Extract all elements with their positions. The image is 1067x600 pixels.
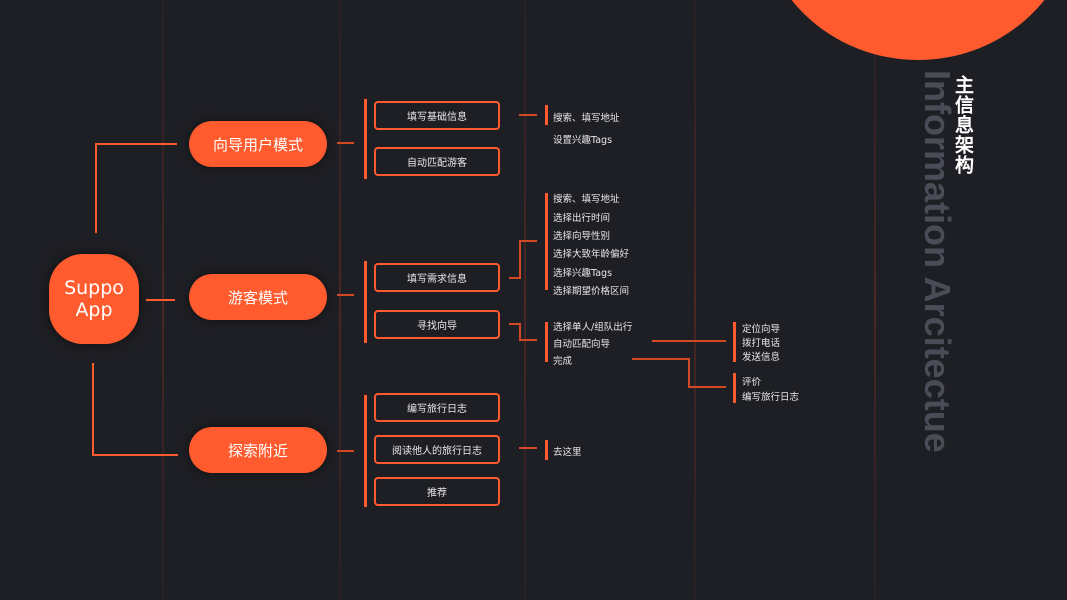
leaf-item: 选择向导性别 [553, 231, 611, 242]
connector [337, 450, 354, 452]
bracket [545, 193, 548, 290]
connector [509, 323, 521, 325]
grid-line [694, 0, 696, 600]
root-label: Suppo App [64, 277, 124, 321]
grid-line [524, 0, 526, 600]
root-node[interactable]: Suppo App [49, 254, 139, 344]
connector [337, 142, 354, 144]
bracket [733, 322, 736, 362]
box-fill-requirements[interactable]: 填写需求信息 [374, 263, 500, 292]
leaf-item: 评价 [742, 377, 762, 388]
bracket [364, 395, 367, 507]
box-recommend[interactable]: 推荐 [374, 477, 500, 506]
mode-tourist[interactable]: 游客模式 [189, 274, 327, 320]
box-fill-basic-info[interactable]: 填写基础信息 [374, 101, 500, 130]
connector [688, 358, 690, 387]
leaf-item: 选择大致年龄偏好 [553, 249, 630, 260]
leaf-item: 发送信息 [742, 352, 781, 363]
title-chinese: 主信息架构 [952, 75, 974, 175]
leaf-item: 选择兴趣Tags [553, 268, 613, 279]
grid-line [339, 0, 341, 600]
leaf-item: 自动匹配向导 [553, 339, 611, 350]
connector [519, 339, 537, 341]
connector [519, 323, 521, 340]
connector [519, 240, 521, 279]
connector [146, 299, 175, 301]
connector [337, 294, 354, 296]
leaf-item: 搜索、填写地址 [553, 113, 620, 124]
box-find-guide[interactable]: 寻找向导 [374, 310, 500, 339]
connector [652, 340, 726, 342]
leaf-item: 设置兴趣Tags [553, 135, 613, 146]
grid-line [874, 0, 876, 600]
connector [632, 358, 689, 360]
connector [688, 386, 726, 388]
connector [519, 447, 537, 449]
connector [519, 240, 537, 242]
box-auto-match-tourist[interactable]: 自动匹配游客 [374, 147, 500, 176]
connector [509, 277, 521, 279]
bracket [545, 322, 548, 362]
box-write-travel-log[interactable]: 编写旅行日志 [374, 393, 500, 422]
bracket [545, 105, 548, 125]
connector [92, 454, 178, 456]
mode-explore-nearby[interactable]: 探索附近 [189, 427, 327, 473]
leaf-item: 去这里 [553, 447, 582, 458]
connector [519, 114, 537, 116]
leaf-item: 搜索、填写地址 [553, 194, 620, 205]
bracket [364, 261, 367, 343]
mode-guide-user[interactable]: 向导用户模式 [189, 121, 327, 167]
leaf-item: 编写旅行日志 [742, 392, 800, 403]
leaf-item: 拨打电话 [742, 338, 781, 349]
connector [95, 143, 97, 233]
leaf-item: 定位向导 [742, 324, 781, 335]
decorative-circle [758, 0, 1067, 60]
connector [92, 363, 94, 455]
box-read-others-log[interactable]: 阅读他人的旅行日志 [374, 435, 500, 464]
title-english: Information Arcitectue [917, 70, 958, 453]
connector [95, 143, 177, 145]
leaf-item: 选择期望价格区间 [553, 286, 630, 297]
leaf-item: 选择出行时间 [553, 213, 611, 224]
bracket [545, 440, 548, 460]
leaf-item: 完成 [553, 356, 573, 367]
bracket [364, 99, 367, 179]
bracket [733, 373, 736, 403]
leaf-item: 选择单人/组队出行 [553, 322, 633, 333]
